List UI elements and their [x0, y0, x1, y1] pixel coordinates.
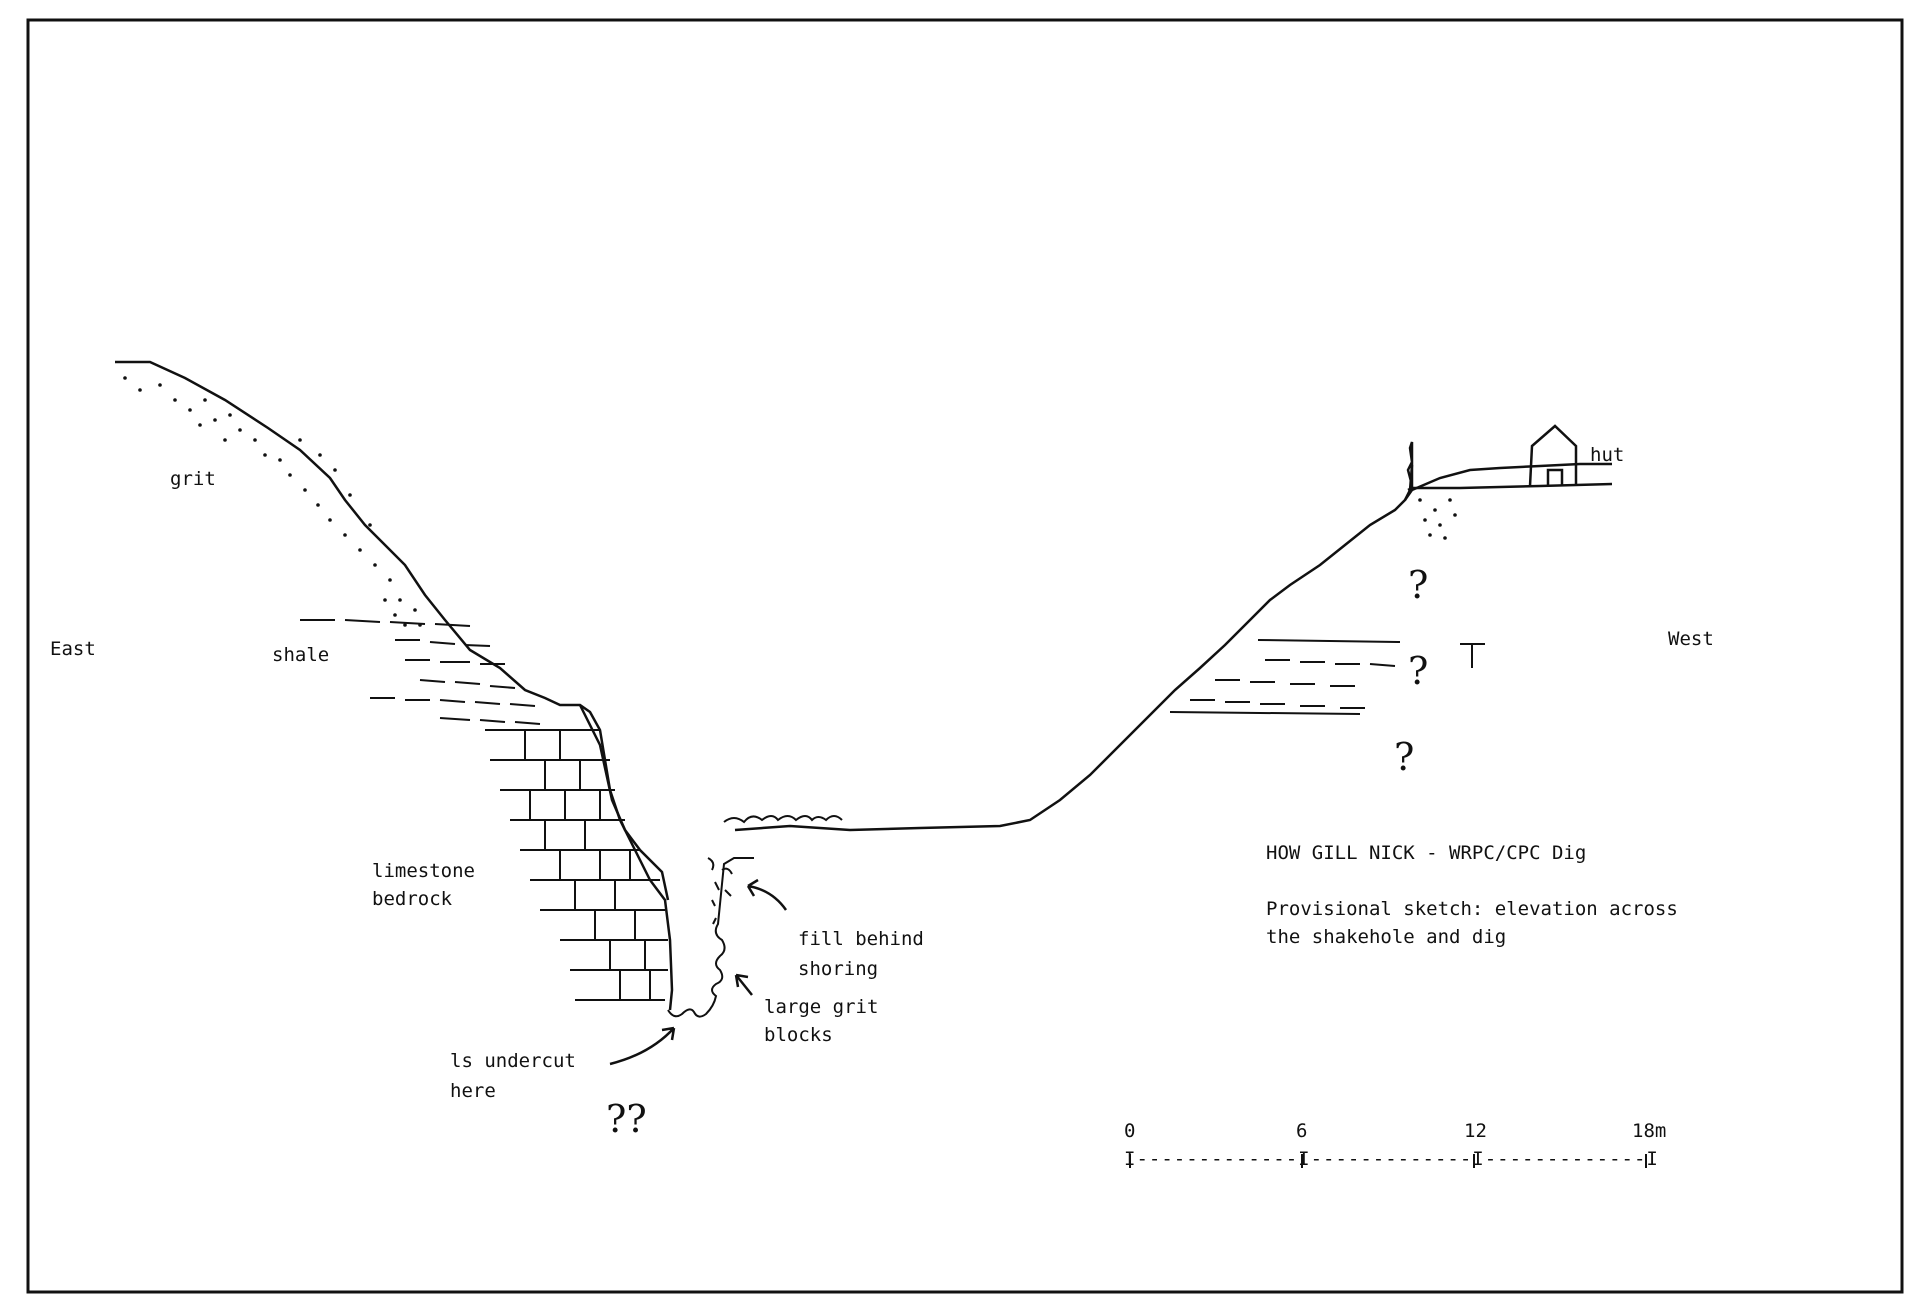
hut-ground-line	[1407, 482, 1613, 492]
label-fill-behind: fill behind	[798, 928, 924, 950]
label-east: East	[50, 638, 96, 660]
label-question-3: ?	[1394, 735, 1415, 779]
label-question-1: ?	[1408, 563, 1429, 607]
label-bedrock: bedrock	[372, 888, 453, 910]
label-double-question: ??	[606, 1097, 647, 1141]
label-limestone: limestone	[372, 860, 475, 882]
label-question-2: ?	[1408, 649, 1429, 693]
label-shoring: shoring	[798, 958, 879, 980]
hut-icon	[1528, 424, 1578, 487]
scale-tick-12: 12	[1464, 1120, 1487, 1142]
limestone-blocks-east	[485, 729, 668, 1001]
scale-bar-line	[1129, 1154, 1647, 1168]
shoring-fill-marks	[707, 857, 733, 925]
caption-line-1: Provisional sketch: elevation across	[1266, 898, 1678, 920]
label-grit: grit	[170, 468, 216, 490]
label-large-grit: large grit	[764, 996, 879, 1018]
scale-tick-0: 0	[1124, 1120, 1136, 1142]
label-ls-undercut: ls undercut	[450, 1050, 576, 1072]
page-border	[26, 18, 1904, 1294]
label-blocks: blocks	[764, 1024, 833, 1046]
caption-line-2: the shakehole and dig	[1266, 926, 1507, 948]
shale-dashes-east	[300, 619, 541, 725]
scale-tick-18m: 18m	[1632, 1120, 1667, 1142]
east-slope-profile	[115, 360, 674, 1011]
label-here: here	[450, 1080, 496, 1102]
label-shale: shale	[272, 644, 330, 666]
label-west: West	[1668, 628, 1714, 650]
dig-shaft-bottom	[667, 857, 754, 1018]
scale-bar-text: I-------------I-------------I-----------…	[1124, 1148, 1659, 1170]
grit-stipple-west	[1418, 498, 1457, 540]
grit-stipple-east	[123, 376, 422, 627]
scale-tick-6: 6	[1296, 1120, 1308, 1142]
annotation-arrows	[609, 878, 788, 1066]
label-hut: hut	[1590, 444, 1625, 466]
diagram-title: HOW GILL NICK - WRPC/CPC Dig	[1266, 842, 1587, 864]
shale-dashes-west	[1169, 639, 1485, 715]
limestone-cliff-face	[578, 704, 670, 901]
west-slope-profile	[734, 464, 1414, 832]
rubble-top	[723, 815, 843, 824]
west-slope-upper	[1403, 441, 1612, 501]
